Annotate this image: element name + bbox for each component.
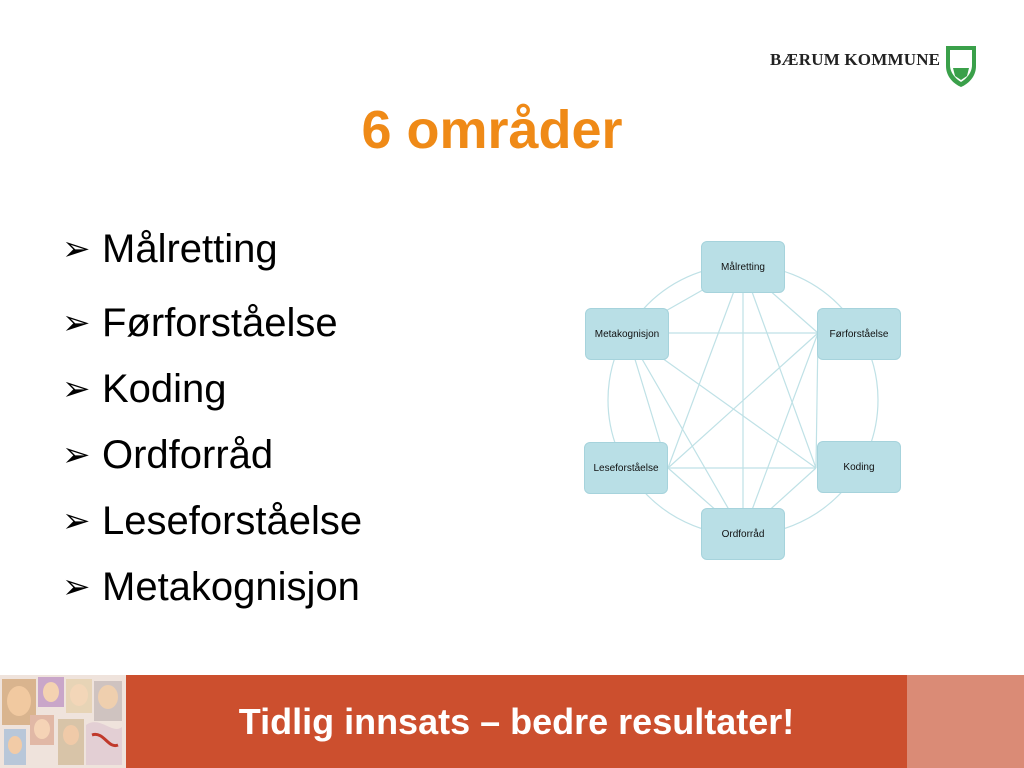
- bullet-item-ordforrad: ➢ Ordforråd: [62, 422, 362, 488]
- arrow-bullet-icon: ➢: [62, 229, 91, 269]
- diagram-node-forforstaelse: Førforståelse: [817, 308, 901, 360]
- diagram-node-koding: Koding: [817, 441, 901, 493]
- footer-bar: Tidlig innsats – bedre resultater!: [0, 675, 1024, 768]
- arrow-bullet-icon: ➢: [62, 303, 91, 343]
- diagram-node-metakognisjon: Metakognisjon: [585, 308, 669, 360]
- children-drawing-image: [0, 675, 126, 768]
- bullet-label: Ordforråd: [102, 432, 274, 477]
- diagram-node-leseforstaelse: Leseforståelse: [584, 442, 668, 494]
- slide-title: 6 områder: [361, 100, 623, 160]
- diagram-node-ordforrad: Ordforråd: [701, 508, 785, 560]
- bullet-list: ➢ Målretting ➢ Førforståelse ➢ Koding ➢ …: [62, 224, 362, 620]
- arrow-bullet-icon: ➢: [62, 567, 91, 607]
- diagram-node-malretting: Målretting: [701, 241, 785, 293]
- network-diagram: Målretting Førforståelse Koding Ordforrå…: [575, 232, 915, 572]
- slogan-band: Tidlig innsats – bedre resultater!: [126, 675, 907, 768]
- bullet-label: Metakognisjon: [102, 564, 360, 609]
- bullet-item-forforstaelse: ➢ Førforståelse: [62, 290, 362, 356]
- logo-text: BÆRUM KOMMUNE: [770, 50, 941, 69]
- baerum-shield-icon: [946, 46, 977, 87]
- bullet-label: Koding: [102, 366, 227, 411]
- bullet-item-malretting: ➢ Målretting: [62, 224, 362, 274]
- arrow-bullet-icon: ➢: [62, 501, 91, 541]
- baerum-kommune-logo: BÆRUM KOMMUNE: [770, 44, 979, 88]
- bullet-label: Førforståelse: [102, 300, 338, 345]
- bullet-item-metakognisjon: ➢ Metakognisjon: [62, 554, 362, 620]
- arrow-bullet-icon: ➢: [62, 435, 91, 475]
- bullet-label: Målretting: [102, 226, 278, 271]
- footer-accent-block: [907, 675, 1024, 768]
- arrow-bullet-icon: ➢: [62, 369, 91, 409]
- bullet-item-koding: ➢ Koding: [62, 356, 362, 422]
- footer-slogan: Tidlig innsats – bedre resultater!: [238, 700, 795, 742]
- bullet-item-leseforstaelse: ➢ Leseforståelse: [62, 488, 362, 554]
- bullet-label: Leseforståelse: [102, 498, 363, 543]
